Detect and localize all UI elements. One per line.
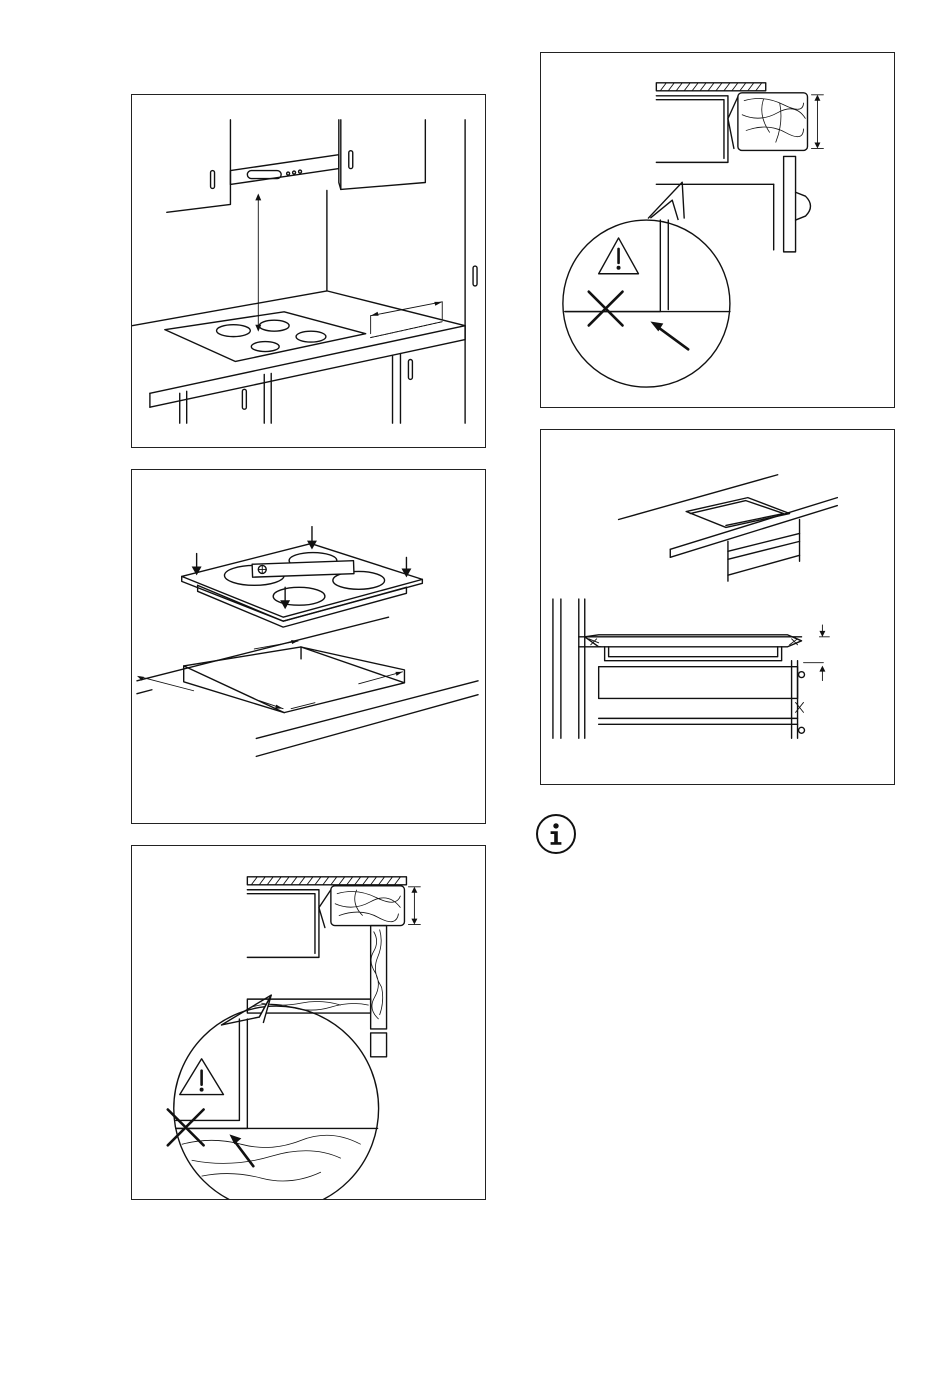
- figure-hood-clearance: [131, 94, 486, 448]
- figure-shelf-warning: [131, 845, 486, 1200]
- shelf-warning-illustration: [132, 846, 485, 1199]
- figure-flush-mount: [540, 429, 895, 785]
- door-warning-illustration: [541, 53, 894, 407]
- figure-hob-placement: [131, 469, 486, 824]
- kitchen-hood-illustration: [132, 95, 485, 447]
- info-icon: [536, 814, 576, 854]
- figure-door-warning: [540, 52, 895, 408]
- hob-placement-illustration: [132, 470, 485, 823]
- flush-mount-illustration: [541, 430, 894, 784]
